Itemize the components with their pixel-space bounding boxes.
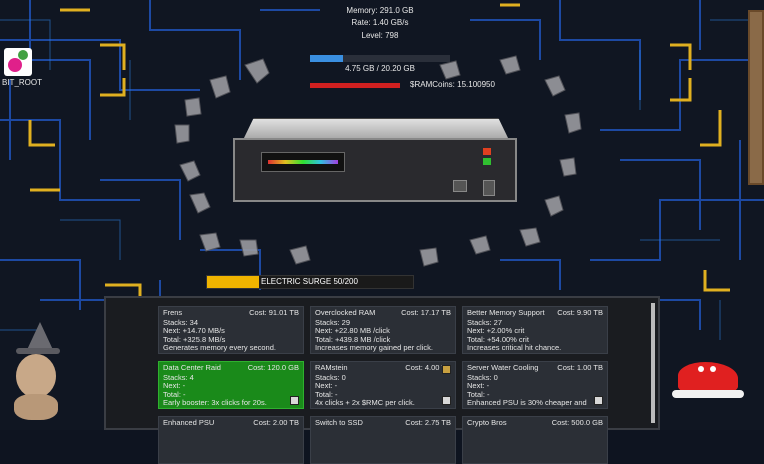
memory-progress-text: 4.75 GB / 20.20 GB: [345, 64, 415, 73]
memory-progress-fill: [310, 55, 343, 62]
upgrade-cost: Cost: 2.75 TB: [405, 418, 451, 427]
upgrade-detail-line: Early booster: 3x clicks for 20s.: [163, 398, 267, 408]
upgrade-detail-line: Total: -: [163, 389, 186, 399]
upgrade-title: Overclocked RAM: [315, 308, 376, 317]
upgrade-cost: Cost: 2.00 TB: [253, 418, 299, 427]
upgrade-detail-line: Increases critical hit chance.: [467, 343, 562, 353]
avatar[interactable]: [4, 48, 32, 76]
shop-scrollbar[interactable]: [651, 303, 655, 423]
upgrade-card[interactable]: Switch to SSD Cost: 2.75 TB: [310, 416, 456, 464]
rate-readout: Rate: 1.40 GB/s: [351, 18, 409, 27]
server-indicator-lights: [483, 148, 493, 168]
upgrade-detail-line: Total: +325.8 MB/s: [163, 334, 226, 344]
memory-readout: Memory: 291.0 GB: [346, 6, 414, 15]
ramcoin-bar: [310, 83, 400, 88]
upgrade-detail-line: Next: +14.70 MB/s: [163, 326, 225, 336]
upgrade-detail-line: Stacks: 27: [467, 317, 503, 327]
upgrade-cost: Cost: 17.17 TB: [401, 308, 451, 317]
upgrade-card[interactable]: Server Water Cooling Cost: 1.00 TB Stacks:…: [462, 361, 608, 409]
upgrade-card[interactable]: Better Memory Support Cost: 9.90 TB Stacks…: [462, 306, 608, 354]
upgrade-cost: Cost: 500.0 GB: [551, 418, 603, 427]
avatar-blob-icon: [8, 58, 22, 72]
upgrade-detail-line: Next: -: [163, 381, 186, 391]
info-icon[interactable]: [442, 396, 451, 405]
server-button: [453, 180, 467, 192]
player-name: BIT_ROOT: [2, 78, 43, 87]
upgrade-card[interactable]: Crypto Bros Cost: 500.0 GB: [462, 416, 608, 464]
upgrade-detail-line: Increases memory gained per click.: [315, 343, 433, 353]
upgrade-detail-line: Total: +439.8 MB /click: [315, 334, 391, 344]
upgrade-cost: Cost: 91.01 TB: [249, 308, 299, 317]
lock-icon: [442, 365, 451, 374]
server-led-display: [261, 152, 345, 172]
upgrade-title: Enhanced PSU: [163, 418, 215, 427]
server-click-target[interactable]: [233, 118, 517, 204]
upgrade-detail-line: 4x clicks + 2x $RMC per click.: [315, 398, 415, 408]
upgrade-cost: Cost: 120.0 GB: [247, 363, 299, 372]
upgrade-cost: Cost: 1.00 TB: [557, 363, 603, 372]
info-icon[interactable]: [594, 396, 603, 405]
ramcoins-readout: $RAMCoins: 15.100950: [410, 80, 495, 89]
wizard-hat-icon: [26, 322, 54, 352]
upgrade-title: Switch to SSD: [315, 418, 363, 427]
upgrade-title: Crypto Bros: [467, 418, 507, 427]
upgrade-title: Data Center Raid: [163, 363, 221, 372]
upgrade-detail-line: Total: +54.00% crit: [467, 334, 529, 344]
upgrade-detail-line: Next: -: [315, 381, 338, 391]
level-readout: Level: 798: [361, 31, 399, 40]
electric-surge-label: ELECTRIC SURGE 50/200: [261, 277, 358, 286]
upgrade-title: Better Memory Support: [467, 308, 545, 317]
upgrade-detail-line: Generates memory every second.: [163, 343, 276, 353]
upgrade-detail-line: Next: +22.80 MB /click: [315, 326, 390, 336]
upgrade-detail-line: Total: -: [315, 389, 338, 399]
upgrade-detail-line: Next: -: [467, 381, 490, 391]
upgrade-title: Frens: [163, 308, 183, 317]
upgrade-title: RAMstein: [315, 363, 348, 372]
upgrade-detail-line: Next: +2.00% crit: [467, 326, 525, 336]
upgrade-detail-line: Stacks: 0: [315, 372, 346, 382]
upgrade-cost: Cost: 9.90 TB: [557, 308, 603, 317]
electric-surge-fill: [207, 276, 259, 288]
upgrade-detail-line: Stacks: 0: [467, 372, 498, 382]
wizard-mascot: [6, 322, 66, 426]
upgrade-detail-line: Stacks: 29: [315, 317, 351, 327]
upgrade-detail-line: Stacks: 34: [163, 317, 199, 327]
upgrade-detail-line: Stacks: 4: [163, 372, 194, 382]
upgrade-title: Server Water Cooling: [467, 363, 539, 372]
upgrade-card[interactable]: Enhanced PSU Cost: 2.00 TB: [158, 416, 304, 464]
red-sneaker-mascot: [672, 352, 746, 404]
info-icon[interactable]: [290, 396, 299, 405]
electric-surge-bar: ELECTRIC SURGE 50/200: [206, 275, 414, 289]
upgrade-cost: Cost: 4.00 TB: [405, 363, 451, 372]
upgrade-detail-line: Enhanced PSU is 30% cheaper and: [467, 398, 587, 408]
memory-progress-bar: [310, 55, 450, 62]
upgrade-detail-line: Total: -: [467, 389, 490, 399]
